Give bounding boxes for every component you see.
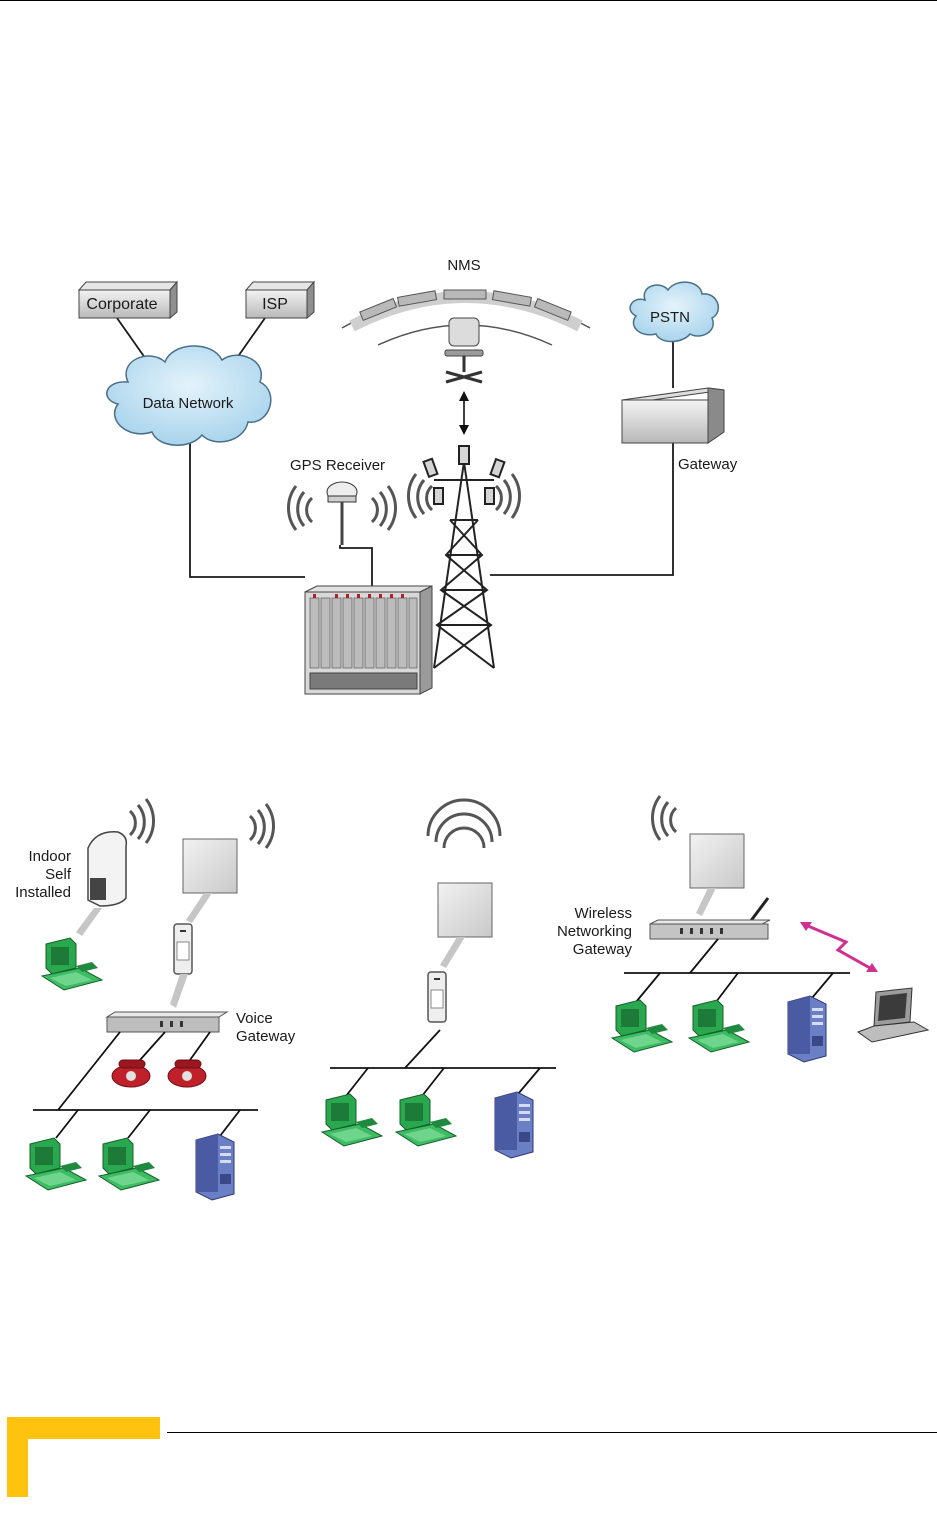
base-station-chassis <box>305 586 432 694</box>
voice-gateway-device <box>107 1012 227 1032</box>
server-icon <box>196 1134 234 1200</box>
pstn-label: PSTN <box>650 309 690 326</box>
gateway-box: Gateway <box>622 388 738 473</box>
isp-box: ISP <box>246 282 314 318</box>
wireless-label-line1: Wireless <box>574 905 632 922</box>
data-network-cloud: Data Network <box>107 346 271 445</box>
pstn-cloud: PSTN <box>630 282 718 341</box>
pc-icon <box>396 1094 456 1146</box>
server-icon <box>788 996 826 1062</box>
site-2 <box>322 800 556 1158</box>
wireless-label-line2: Networking <box>557 923 632 940</box>
pc-icon <box>26 1138 86 1190</box>
wireless-gateway-device <box>650 898 770 939</box>
outdoor-unit <box>690 834 744 888</box>
corporate-label: Corporate <box>86 296 157 313</box>
outdoor-unit <box>183 839 237 893</box>
pc-icon <box>689 1000 749 1052</box>
phone-icon <box>112 1060 150 1087</box>
gps-receiver: GPS Receiver <box>288 457 395 545</box>
indoor-label-line2: Self <box>45 866 72 883</box>
nms-label: NMS <box>447 257 480 274</box>
outdoor-unit <box>438 883 492 937</box>
indoor-label-line1: Indoor <box>28 848 71 865</box>
voice-gateway-label-line1: Voice <box>236 1010 273 1027</box>
wireless-link-icon <box>800 922 878 972</box>
gateway-label: Gateway <box>678 456 738 473</box>
indoor-unit <box>428 972 446 1022</box>
base-station-tower <box>424 446 505 668</box>
site-3: Wireless Networking Gateway <box>557 796 928 1062</box>
pc-icon <box>99 1138 159 1190</box>
data-network-label: Data Network <box>143 395 234 412</box>
laptop-icon <box>858 988 928 1042</box>
isp-label: ISP <box>262 296 288 313</box>
pc-icon <box>42 938 102 990</box>
footer-accent-stem <box>7 1417 28 1497</box>
pc-icon <box>322 1094 382 1146</box>
wireless-label-line3: Gateway <box>573 941 633 958</box>
indoor-cpe-device <box>88 799 154 906</box>
nms-arc: NMS <box>342 257 590 382</box>
footer-rule <box>167 1432 937 1433</box>
site-1: Indoor Self Installed Voice Gateway <box>15 799 296 1200</box>
gps-receiver-label: GPS Receiver <box>290 457 385 474</box>
indoor-unit <box>174 924 192 974</box>
server-icon <box>495 1092 533 1158</box>
voice-gateway-label-line2: Gateway <box>236 1028 296 1045</box>
indoor-label-line3: Installed <box>15 884 71 901</box>
pc-icon <box>612 1000 672 1052</box>
nms-tower-arrow <box>459 391 469 435</box>
phone-icon <box>168 1060 206 1087</box>
footer-accent-bar <box>7 1417 160 1439</box>
corporate-box: Corporate <box>79 282 177 318</box>
